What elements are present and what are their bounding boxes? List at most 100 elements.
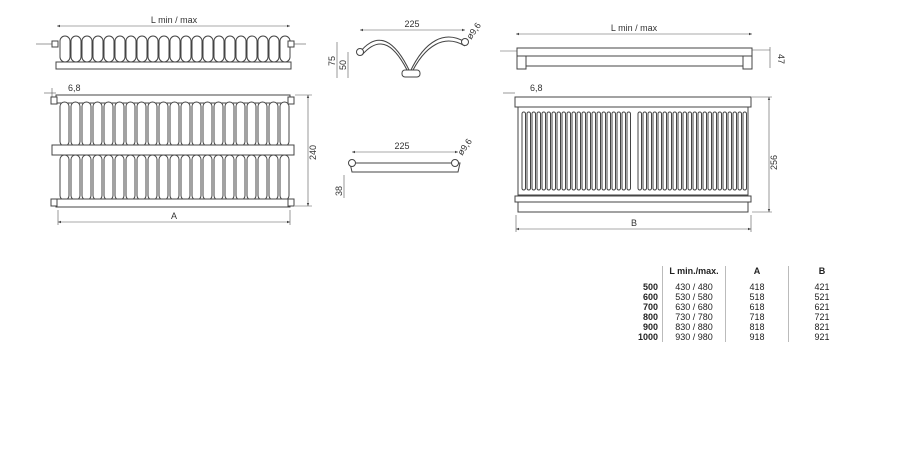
rack-finger (268, 35, 280, 63)
tray-slat (526, 111, 531, 191)
tray-slat (571, 111, 576, 191)
b-cell: 621 (788, 302, 855, 312)
tray-slat (662, 111, 667, 191)
rack-finger-upper (81, 101, 92, 147)
tray-slat (697, 111, 702, 191)
dim-256: 256 (769, 155, 779, 170)
tray-slat (672, 111, 677, 191)
dim-225-bottom: 225 (394, 141, 409, 151)
tray-slat (556, 111, 561, 191)
dim-l-min-max-right: L min / max (611, 23, 658, 33)
tray-slat (702, 111, 707, 191)
rack-finger-lower (268, 154, 279, 201)
dim-diameter-top: ø9,6 (464, 21, 483, 41)
rack-finger (169, 35, 181, 63)
tray-slat (586, 111, 591, 191)
tray-slat (611, 111, 616, 191)
tray-slat (712, 111, 717, 191)
tray-slat (561, 111, 566, 191)
dim-240: 240 (308, 145, 318, 160)
l-cell: 630 / 680 (662, 302, 726, 312)
dim-38: 38 (334, 186, 344, 196)
dim-l-min-max: L min / max (151, 15, 198, 25)
tray-slat (536, 111, 541, 191)
rack-finger-upper (70, 101, 81, 147)
tray-slat (732, 111, 737, 191)
rack-finger-upper (136, 101, 147, 147)
tray-slat (606, 111, 611, 191)
tray-slat (541, 111, 546, 191)
l-cell: 430 / 480 (662, 282, 726, 292)
rack-finger-lower (213, 154, 224, 201)
rack-finger (125, 35, 137, 63)
rack-finger (191, 35, 203, 63)
tray-slat (551, 111, 556, 191)
tray-slat (601, 111, 606, 191)
size-cell: 1000 (637, 332, 658, 342)
rack-finger-lower (235, 154, 246, 201)
tray-slat (626, 111, 631, 191)
rack-finger-lower (59, 154, 70, 201)
dim-225-top: 225 (404, 19, 419, 29)
rack-finger-upper (235, 101, 246, 147)
tray-slat (581, 111, 586, 191)
rack-finger-upper (158, 101, 169, 147)
rack-finger-upper (191, 101, 202, 147)
dim-6-8-right: 6,8 (530, 83, 543, 93)
l-cell: 830 / 880 (662, 322, 726, 332)
b-cell: 921 (788, 332, 855, 342)
rack-finger-lower (103, 154, 114, 201)
dim-diameter-bottom: ø9,6 (455, 137, 474, 157)
rack-finger-upper (268, 101, 279, 147)
tray-slat (521, 111, 526, 191)
tray-slat (727, 111, 732, 191)
rack-finger (246, 35, 258, 63)
rack-finger (202, 35, 214, 63)
a-cell: 718 (725, 312, 789, 322)
size-cell: 700 (642, 302, 658, 312)
b-cell: 821 (788, 322, 855, 332)
rack-finger-lower (158, 154, 169, 201)
rack-finger-upper (202, 101, 213, 147)
header-l: L min./max. (662, 266, 726, 282)
rack-finger-lower (279, 154, 290, 201)
a-cell: 918 (725, 332, 789, 342)
tray-slat (692, 111, 697, 191)
tray-slat (616, 111, 621, 191)
dim-b: B (631, 218, 637, 228)
rack-finger-lower (169, 154, 180, 201)
rack-finger-lower (246, 154, 257, 201)
dim-75: 75 (327, 56, 337, 66)
rack-finger-upper (103, 101, 114, 147)
rack-finger-upper (59, 101, 70, 147)
rack-finger (103, 35, 115, 63)
rack-finger (158, 35, 170, 63)
rack-finger-upper (213, 101, 224, 147)
tray-slat (657, 111, 662, 191)
tray-slat (642, 111, 647, 191)
rack-finger-lower (180, 154, 191, 201)
tray-slat (737, 111, 742, 191)
rack-finger (213, 35, 225, 63)
tray-slat (647, 111, 652, 191)
l-cell: 930 / 980 (662, 332, 726, 342)
size-cell: 900 (642, 322, 658, 332)
tray-slat (717, 111, 722, 191)
rack-finger-lower (202, 154, 213, 201)
tray-slat (652, 111, 657, 191)
rack-finger-upper (224, 101, 235, 147)
rack-finger-lower (81, 154, 92, 201)
size-cell: 600 (642, 292, 658, 302)
rack-finger-lower (257, 154, 268, 201)
rack-finger-upper (180, 101, 191, 147)
l-cell: 730 / 780 (662, 312, 726, 322)
rack-finger (235, 35, 247, 63)
rack-finger (136, 35, 148, 63)
b-cell: 421 (788, 282, 855, 292)
header-a: A (725, 266, 789, 282)
rack-finger-upper (279, 101, 290, 147)
